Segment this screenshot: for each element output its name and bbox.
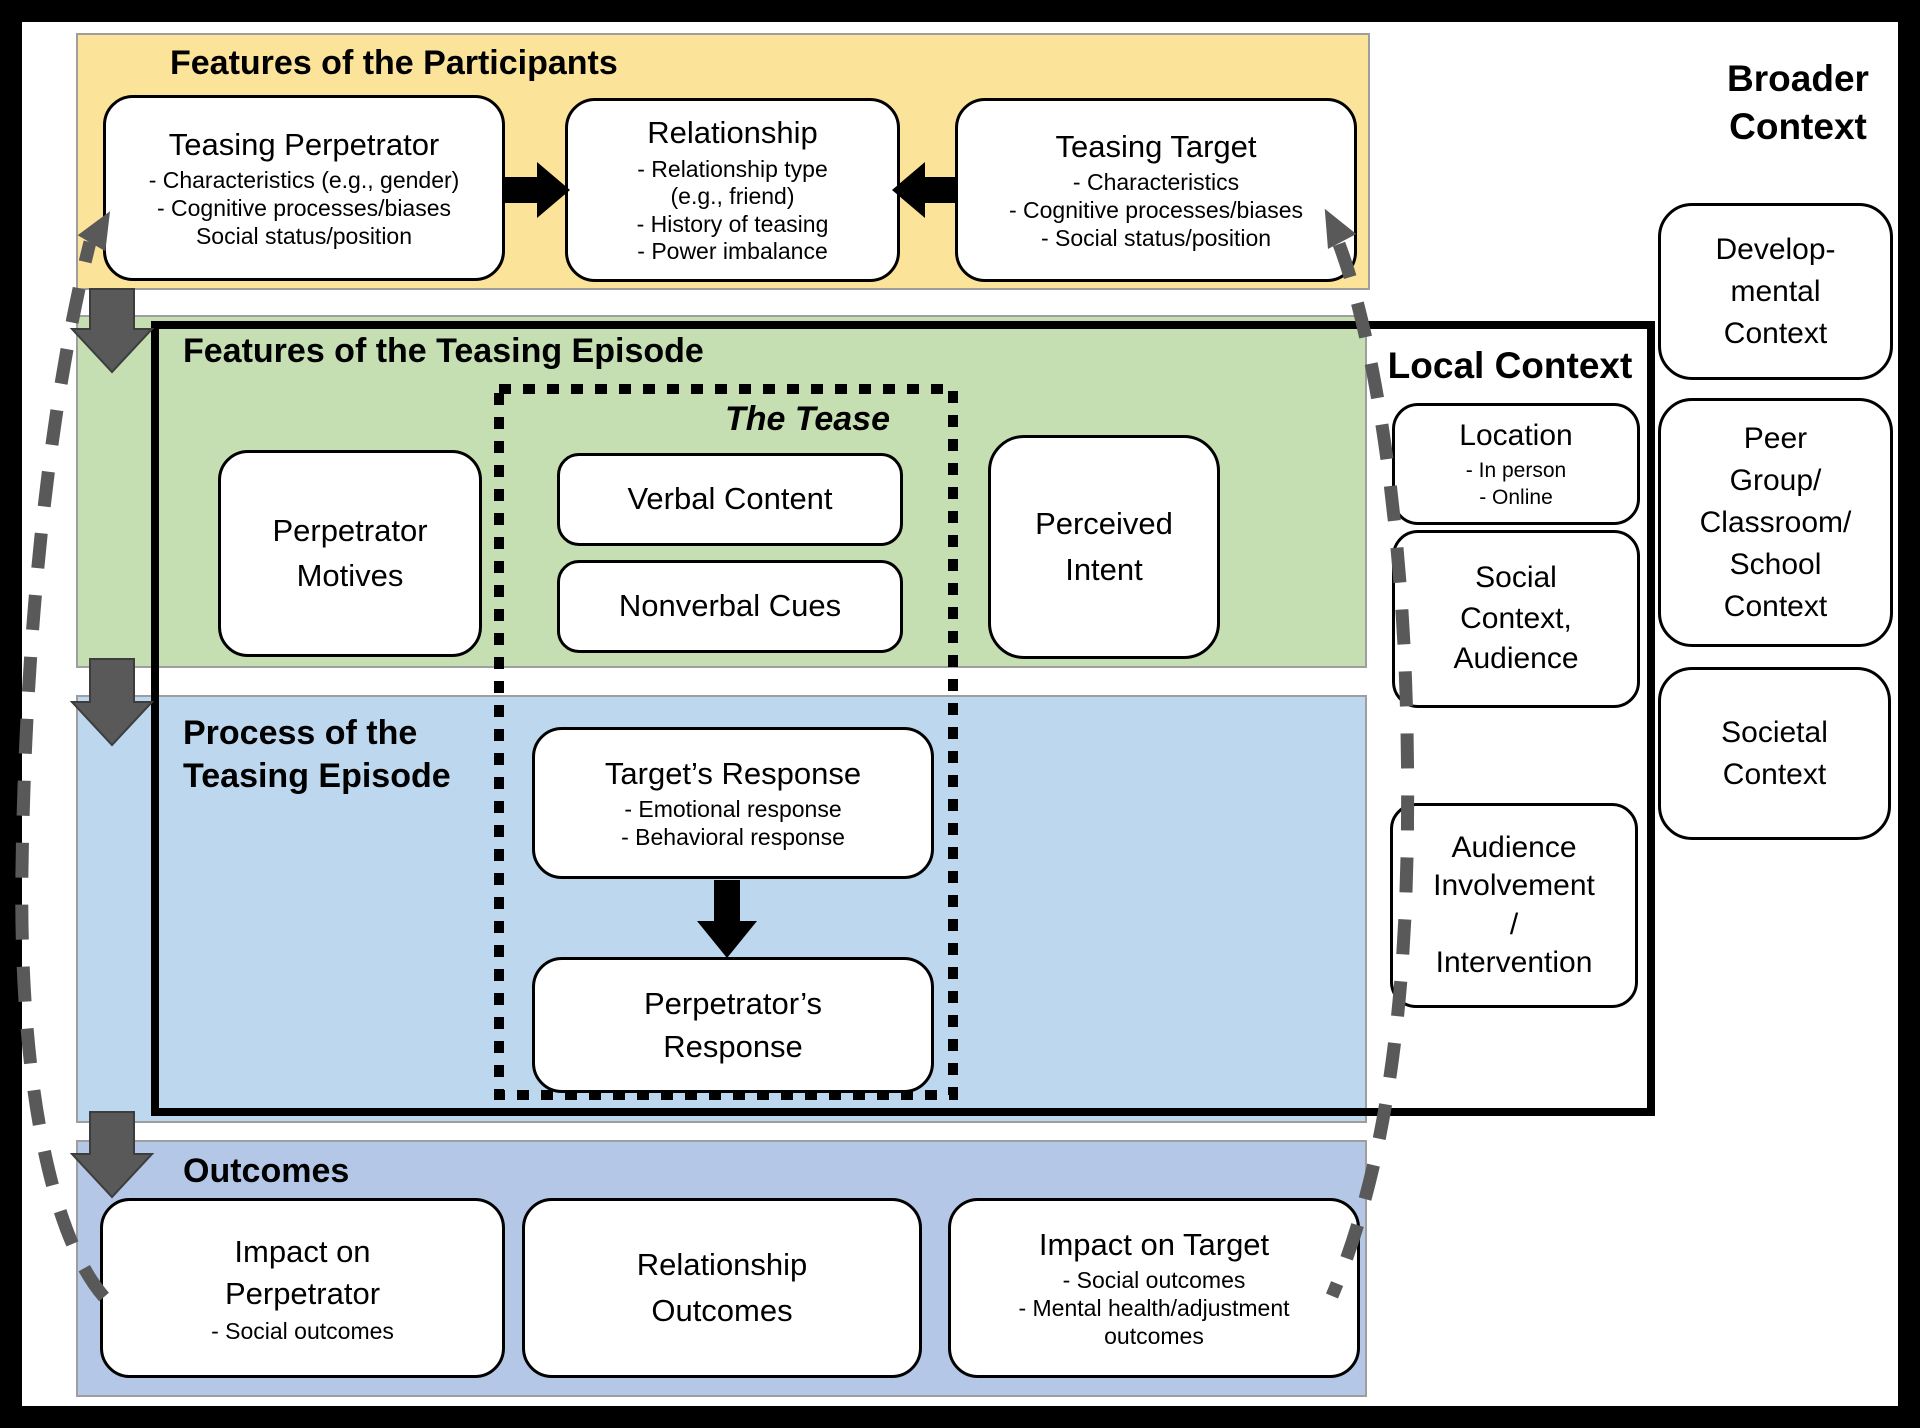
audience-involvement-label: Audience Involvement / Intervention: [1433, 830, 1595, 979]
location-title: Location: [1459, 419, 1573, 453]
location-bullets: - In person - Online: [1465, 458, 1567, 510]
impact-on-perpetrator-bullets: - Social outcomes: [211, 1317, 394, 1344]
teasing-perpetrator-title: Teasing Perpetrator: [168, 126, 440, 162]
perceived-intent-label: Perceived Intent: [1035, 505, 1173, 588]
impact-on-perpetrator-title: Impact on Perpetrator: [224, 1233, 381, 1311]
targets-response-box: Target’s Response - Emotional response -…: [532, 727, 934, 879]
local-context-title: Local Context: [1387, 345, 1633, 386]
local-context-panel: [151, 321, 1655, 1116]
verbal-content-label: Verbal Content: [627, 481, 833, 517]
developmental-context-box: Develop- mental Context: [1658, 203, 1893, 380]
perceived-intent-box: Perceived Intent: [988, 435, 1220, 659]
broader-context-title: Broader Context: [1727, 58, 1869, 148]
impact-on-perpetrator-box: Impact on Perpetrator - Social outcomes: [100, 1198, 505, 1378]
targets-response-bullets: - Emotional response - Behavioral respon…: [621, 796, 845, 850]
outcomes-band-title: Outcomes: [183, 1152, 350, 1190]
participants-band-title: Features of the Participants: [170, 44, 618, 82]
teasing-target-box: Teasing Target - Characteristics - Cogni…: [955, 98, 1357, 282]
societal-context-box: Societal Context: [1658, 667, 1891, 840]
peer-group-context-box: Peer Group/ Classroom/ School Context: [1658, 398, 1893, 647]
episode-band-title: Features of the Teasing Episode: [183, 332, 704, 370]
targets-response-title: Target’s Response: [604, 755, 862, 791]
relationship-title: Relationship: [647, 114, 818, 150]
nonverbal-cues-box: Nonverbal Cues: [557, 560, 903, 653]
societal-context-label: Societal Context: [1721, 715, 1828, 791]
perpetrator-motives-label: Perpetrator Motives: [272, 512, 428, 593]
teasing-perpetrator-bullets: - Characteristics (e.g., gender) - Cogni…: [148, 167, 460, 249]
teasing-perpetrator-box: Teasing Perpetrator - Characteristics (e…: [103, 95, 505, 281]
developmental-context-label: Develop- mental Context: [1715, 232, 1836, 350]
audience-involvement-box: Audience Involvement / Intervention: [1390, 803, 1638, 1008]
peer-group-context-label: Peer Group/ Classroom/ School Context: [1699, 421, 1852, 623]
relationship-box: Relationship - Relationship type (e.g., …: [565, 98, 900, 282]
process-band-title: Process of the Teasing Episode: [183, 714, 451, 795]
verbal-content-box: Verbal Content: [557, 453, 903, 546]
impact-on-target-title: Impact on Target: [1038, 1226, 1270, 1262]
impact-on-target-bullets: - Social outcomes - Mental health/adjust…: [1018, 1267, 1290, 1349]
perpetrators-response-box: Perpetrator’s Response: [532, 957, 934, 1093]
relationship-outcomes-box: Relationship Outcomes: [522, 1198, 922, 1378]
social-context-box: Social Context, Audience: [1392, 530, 1640, 708]
impact-on-target-box: Impact on Target - Social outcomes - Men…: [948, 1198, 1360, 1378]
teasing-target-bullets: - Characteristics - Cognitive processes/…: [1008, 169, 1304, 251]
relationship-bullets: - Relationship type (e.g., friend) - His…: [636, 155, 829, 265]
perpetrator-motives-box: Perpetrator Motives: [218, 450, 482, 657]
location-box: Location - In person - Online: [1392, 403, 1640, 525]
nonverbal-cues-label: Nonverbal Cues: [618, 588, 842, 624]
relationship-outcomes-label: Relationship Outcomes: [636, 1246, 808, 1329]
teasing-target-title: Teasing Target: [1055, 128, 1257, 164]
tease-title: The Tease: [724, 400, 890, 438]
social-context-label: Social Context, Audience: [1453, 561, 1579, 676]
perpetrators-response-label: Perpetrator’s Response: [643, 985, 823, 1064]
